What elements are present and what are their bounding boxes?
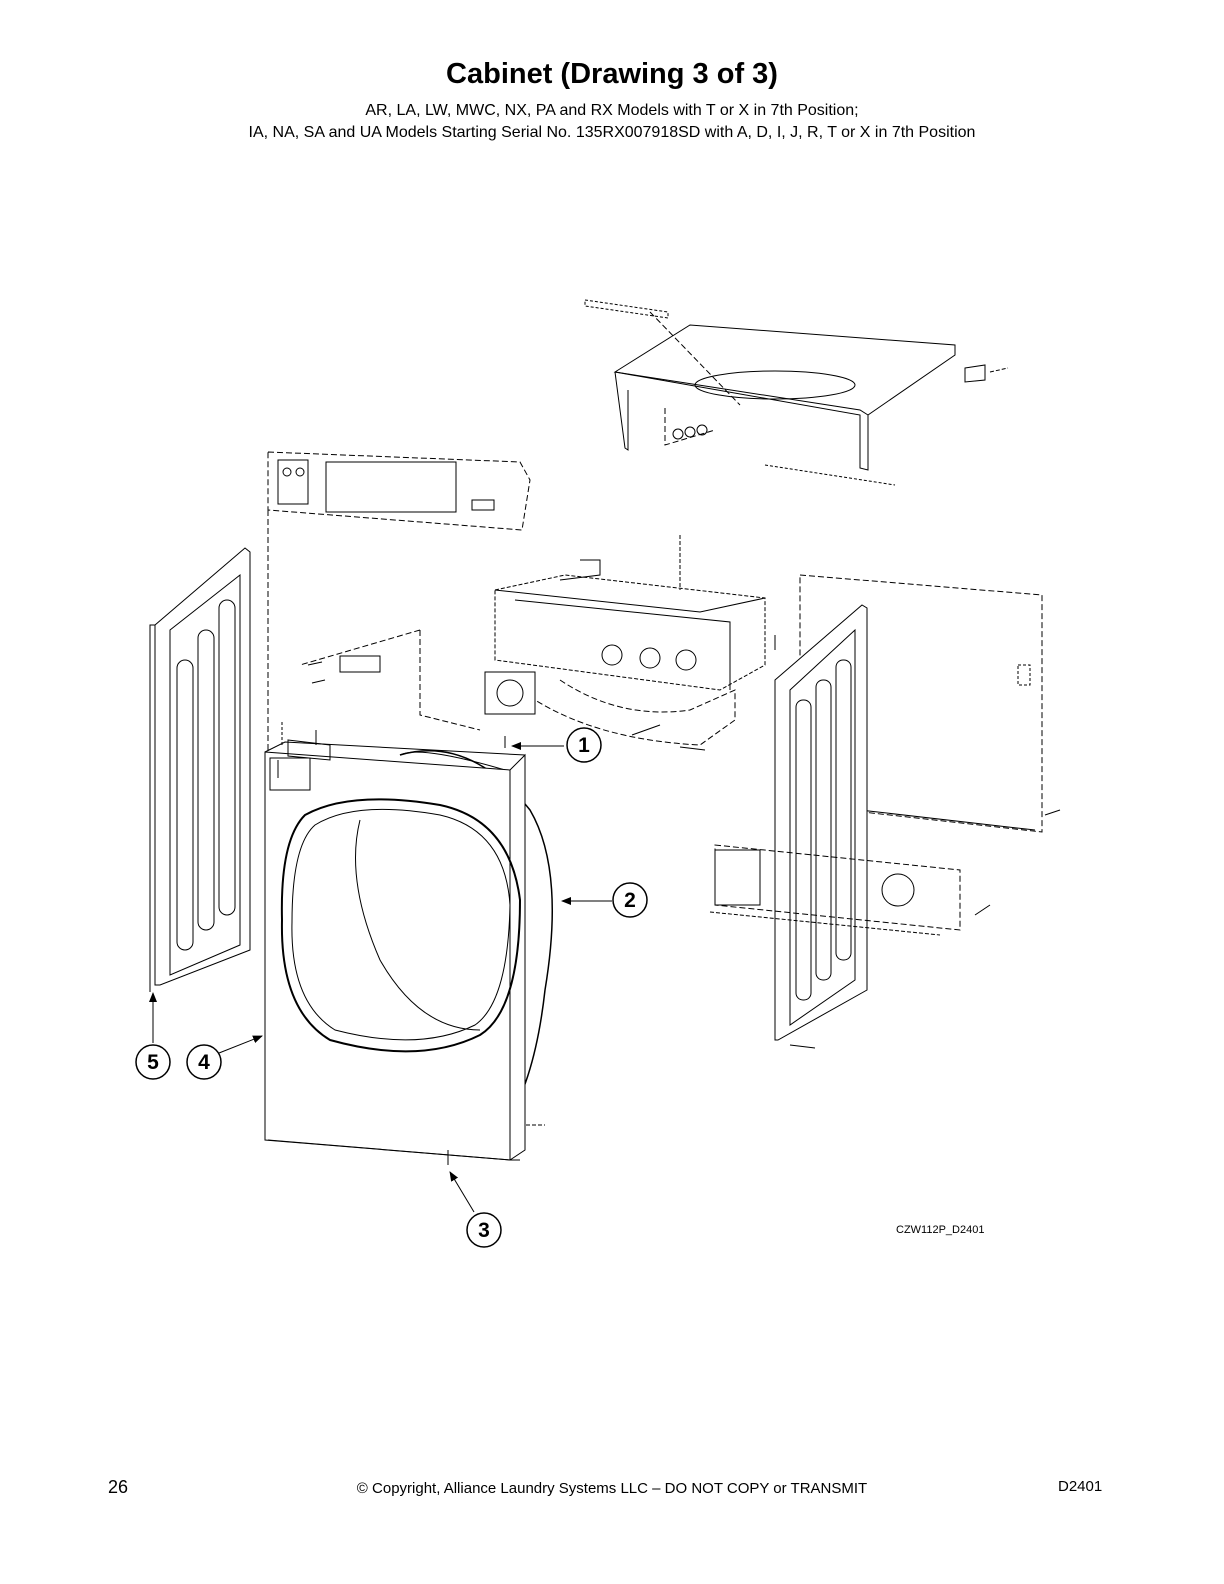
leader-arrow-4: [213, 1035, 263, 1056]
chassis-frame-part: [299, 535, 766, 746]
callout-circle-5: [135, 1044, 171, 1080]
right-side-panel-part: [774, 604, 868, 1041]
front-panel-part: [264, 722, 526, 1165]
callout-label-5: 5: [147, 1051, 159, 1074]
callout-circle-3: [466, 1212, 502, 1248]
copyright-notice: © Copyright, Alliance Laundry Systems LL…: [356, 1480, 868, 1497]
left-side-panel-part: [149, 547, 251, 992]
callout-circle-1: [566, 727, 602, 763]
page-title: Cabinet (Drawing 3 of 3): [446, 58, 778, 90]
page-number: 26: [108, 1477, 129, 1497]
model-applicability-line-1: AR, LA, LW, MWC, NX, PA and RX Models wi…: [365, 102, 859, 119]
document-id: D2401: [1058, 1478, 1103, 1495]
lower-bracket-part: [709, 844, 961, 936]
leader-arrow-3: [449, 1171, 475, 1213]
callout-label-3: 3: [478, 1219, 490, 1242]
callout-circle-4: [186, 1044, 222, 1080]
top-cover-part: [584, 299, 1009, 486]
callout-label-1: 1: [578, 734, 590, 757]
fasteners: [307, 635, 1061, 1049]
drum-ring-part: [399, 750, 554, 1126]
callout-label-4: 4: [198, 1051, 210, 1074]
callout-label-2: 2: [624, 889, 636, 912]
callout-circle-2: [612, 882, 648, 918]
model-applicability-line-2: IA, NA, SA and UA Models Starting Serial…: [248, 124, 976, 141]
control-panel-part: [267, 451, 531, 750]
drawing-id: CZW112P_D2401: [896, 1224, 985, 1236]
